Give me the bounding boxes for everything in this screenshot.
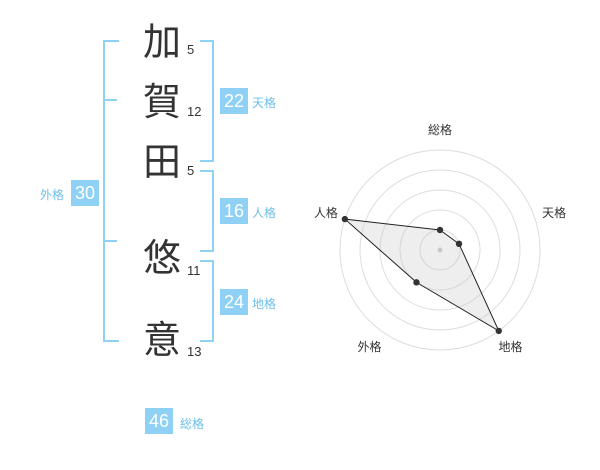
gaikaku-label: 外格	[40, 188, 65, 202]
gaikaku-bracket	[103, 40, 119, 342]
tenkaku-label: 天格	[252, 96, 277, 110]
stroke-count-1: 5	[187, 42, 195, 57]
radar-axis-label-0: 総格	[428, 122, 452, 137]
radar-ring-4	[359, 169, 521, 331]
stroke-count-3: 5	[187, 163, 195, 178]
chikaku-bracket	[200, 260, 214, 342]
radar-point-2	[495, 327, 502, 335]
radar-point-1	[455, 240, 463, 248]
radar-axis-label-1: 天格	[542, 205, 566, 220]
stroke-count-4: 11	[187, 263, 201, 278]
radar-point-4	[341, 215, 349, 223]
name-char-2: 賀	[142, 80, 181, 124]
chikaku-value: 24	[220, 289, 248, 315]
radar-axis-label-4: 人格	[314, 205, 338, 220]
radar-ring-5	[339, 149, 541, 351]
soukaku-label: 総格	[180, 417, 205, 431]
jinkaku-bracket	[200, 170, 214, 252]
name-char-4: 悠	[142, 236, 181, 280]
radar-point-0	[436, 226, 444, 234]
gaikaku-bracket-mid	[103, 99, 117, 101]
jinkaku-label: 人格	[252, 206, 277, 220]
stroke-count-5: 13	[187, 344, 202, 359]
chikaku-label: 地格	[252, 297, 277, 311]
radar-axis-label-2: 地格	[499, 339, 523, 354]
name-char-5: 意	[142, 318, 181, 362]
gaikaku-value: 30	[71, 180, 99, 206]
gaikaku-bracket-mid2	[103, 240, 117, 242]
jinkaku-value: 16	[220, 198, 248, 224]
stroke-count-2: 12	[187, 104, 202, 119]
radar-axis-label-3: 外格	[357, 339, 381, 354]
name-char-3: 田	[142, 140, 181, 184]
name-diagram: 加 5 賀 12 田 5 悠 11 意 13 22 天格 16 人格 24 地格…	[40, 20, 277, 434]
tenkaku-bracket	[200, 40, 214, 162]
soukaku-value: 46	[145, 408, 173, 434]
radar-point-3	[413, 279, 420, 286]
tenkaku-value: 22	[220, 88, 248, 114]
radar-ring-2	[399, 209, 481, 291]
name-char-1: 加	[142, 20, 181, 64]
radar-polygon	[343, 218, 500, 333]
radar-points	[341, 215, 502, 335]
radar-center	[437, 247, 443, 253]
